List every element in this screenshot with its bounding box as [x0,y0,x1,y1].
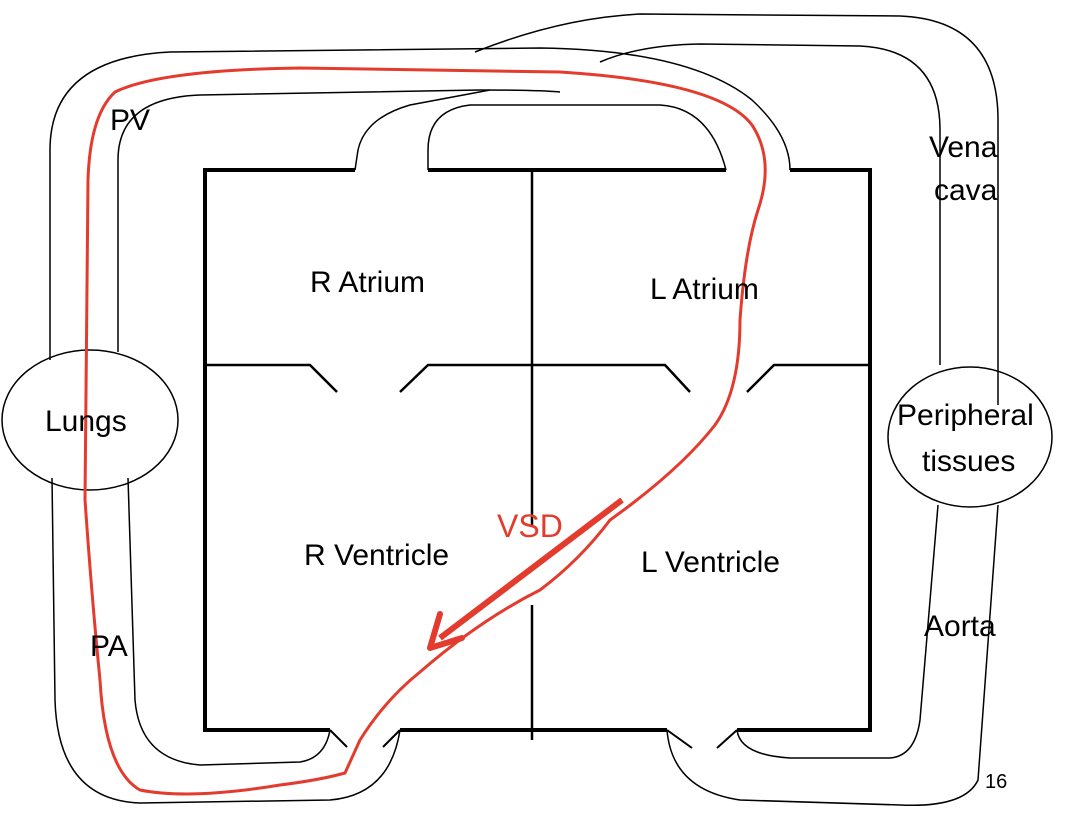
peripheral-tissues-shape [887,366,1053,508]
vena-cava-label-line2: cava [934,174,998,207]
aorta-label: Aorta [924,610,996,643]
page-number: 16 [985,771,1007,793]
pv-outer [49,47,791,360]
vena-cava-outer [474,13,999,405]
vena-cava-to-ra [354,89,491,171]
vena-cava-label-line1: Vena [929,131,998,164]
r-ventricle-label: R Ventricle [304,539,449,572]
vena-cava-inner [599,43,941,365]
pv-inner-to-la [427,104,727,171]
pa-inner [127,477,331,766]
vsd-arrow [427,497,624,651]
l-ventricle-label: L Ventricle [641,546,780,579]
heart-outline-right [737,168,872,732]
red-flow-path [83,66,767,796]
heart-chambers [203,168,872,749]
pa-outer [51,477,401,804]
pa-label: PA [90,630,128,663]
vessels [49,13,999,807]
pv-inner [117,89,561,352]
lungs-shape [1,349,179,491]
vsd-arrow-head [427,611,465,651]
peripheral-tissues-label-line1: Peripheral [897,399,1034,432]
vsd-arrow-shaft [438,497,624,641]
r-atrium-label: R Atrium [310,266,425,299]
aorta-inner [736,504,939,759]
left-av-valve [532,363,870,393]
aorta-outer [666,504,999,807]
peripheral-tissues-label-line2: tissues [922,445,1015,478]
vsd-label: VSD [497,508,563,544]
right-av-valve [205,363,532,393]
pulmonary-valve [329,729,401,748]
lungs-label: Lungs [45,405,127,438]
heart-outline-left [203,168,355,732]
aortic-valve [666,729,738,749]
l-atrium-label: L Atrium [650,273,759,306]
pv-label: PV [110,104,150,137]
